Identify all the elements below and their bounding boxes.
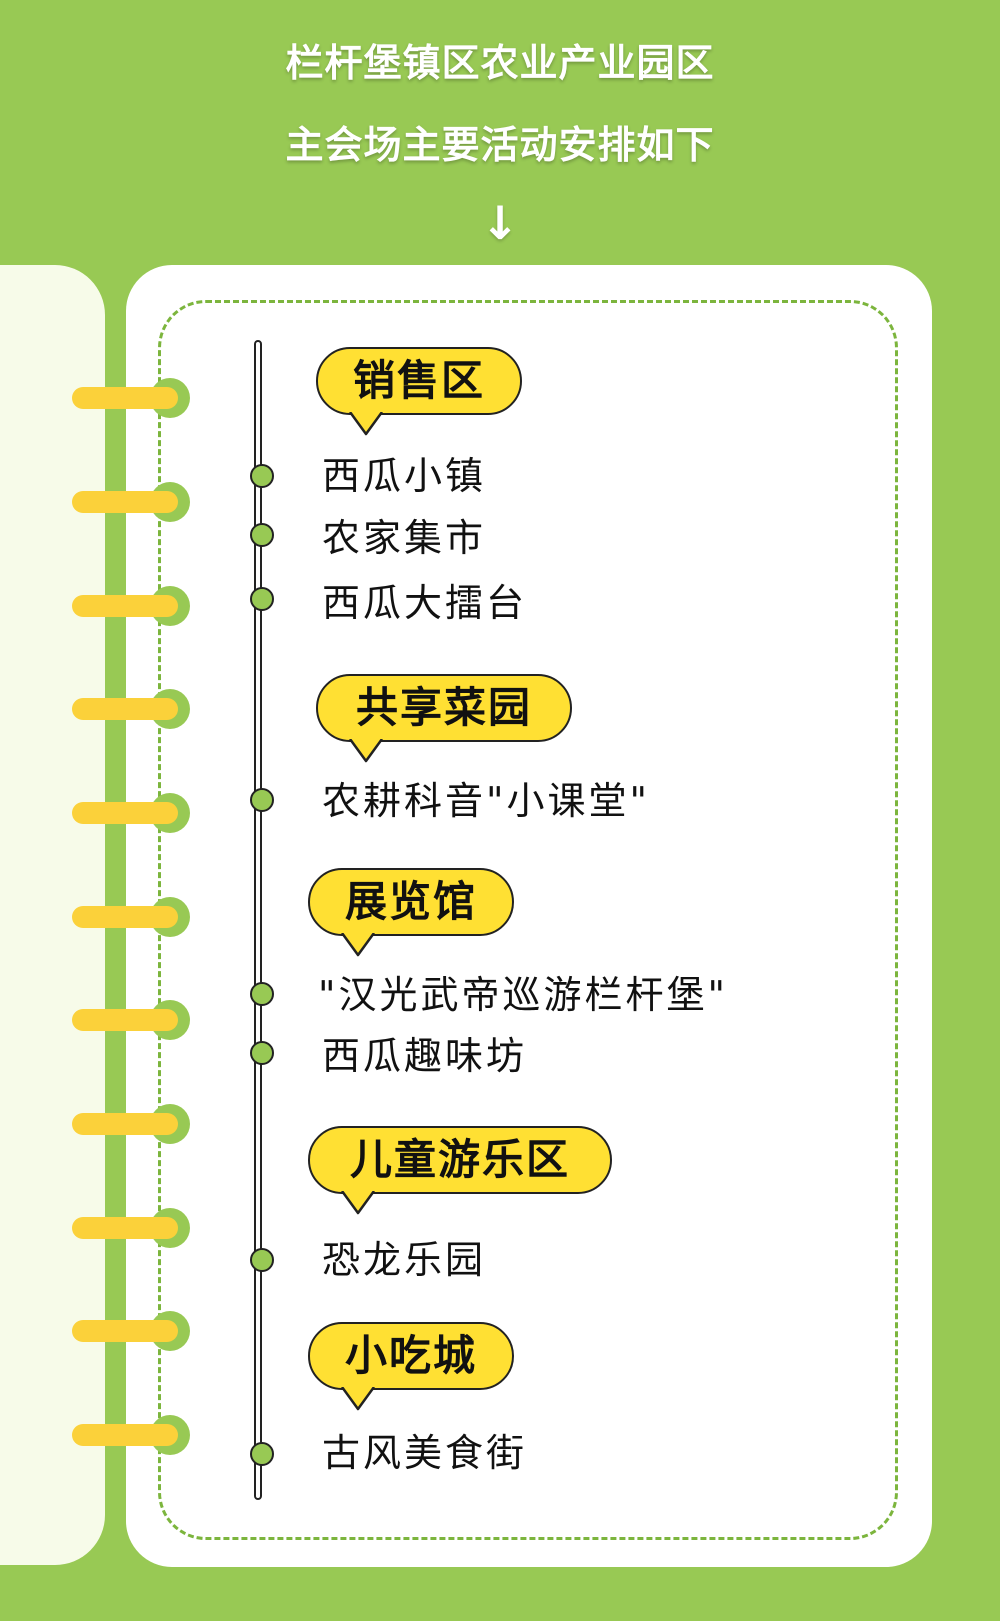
activity-item: 西瓜大擂台 [322, 581, 528, 625]
section-title-bubble: 展览馆 [308, 868, 514, 957]
ring-bar [72, 1009, 178, 1031]
section-title-bubble: 共享菜园 [316, 674, 572, 763]
ring-bar [72, 1113, 178, 1135]
ring-bar [72, 595, 178, 617]
section-title-bubble: 小吃城 [308, 1322, 514, 1411]
section-title: 共享菜园 [355, 683, 532, 732]
activity-item: 西瓜趣味坊 [322, 1034, 528, 1078]
ring-bar [72, 906, 178, 928]
timeline-dot [250, 523, 274, 547]
timeline-dot [250, 788, 274, 812]
binding-ring [72, 1311, 190, 1351]
activity-item: 恐龙乐园 [322, 1238, 487, 1282]
binding-ring [72, 482, 190, 522]
bubble-tail [340, 1191, 376, 1215]
binding-ring [72, 689, 190, 729]
activity-item: 古风美食街 [322, 1431, 528, 1475]
timeline-line [254, 340, 262, 1500]
timeline-dot [250, 464, 274, 488]
header-title-line-2: 主会场主要活动安排如下 [285, 123, 715, 167]
timeline-dot [250, 587, 274, 611]
binding-ring [72, 793, 190, 833]
activity-item: 农家集市 [322, 516, 487, 560]
binding-ring [72, 1415, 190, 1455]
timeline-dot [250, 982, 274, 1006]
timeline-dot [250, 1442, 274, 1466]
section-title: 儿童游乐区 [349, 1135, 570, 1184]
activity-item: 农耕科音"小课堂" [322, 779, 650, 823]
bubble-tail [340, 933, 376, 957]
ring-bar [72, 491, 178, 513]
section-title-bubble: 销售区 [316, 347, 522, 436]
bubble-tail [340, 1387, 376, 1411]
section-title: 小吃城 [344, 1331, 477, 1380]
ring-bar [72, 802, 178, 824]
timeline-dot [250, 1041, 274, 1065]
activity-item: "汉光武帝巡游栏杆堡" [318, 973, 728, 1017]
timeline-dot [250, 1248, 274, 1272]
ring-bar [72, 1320, 178, 1342]
bubble-tail [348, 412, 384, 436]
dashed-frame [158, 300, 898, 1540]
ring-bar [72, 1424, 178, 1446]
header-title-line-1: 栏杆堡镇区农业产业园区 [285, 41, 715, 85]
section-title: 销售区 [352, 356, 485, 405]
bubble-tail [348, 739, 384, 763]
section-title-bubble: 儿童游乐区 [308, 1126, 612, 1215]
ring-bar [72, 387, 178, 409]
binding-ring [72, 586, 190, 626]
ring-bar [72, 698, 178, 720]
activity-item: 西瓜小镇 [322, 454, 487, 498]
binding-ring [72, 1000, 190, 1040]
section-title: 展览馆 [344, 877, 477, 926]
down-arrow-icon: ↓ [480, 196, 520, 250]
ring-bar [72, 1217, 178, 1239]
binding-ring [72, 1104, 190, 1144]
binding-ring [72, 897, 190, 937]
binding-ring [72, 1208, 190, 1248]
binding-ring [72, 378, 190, 418]
